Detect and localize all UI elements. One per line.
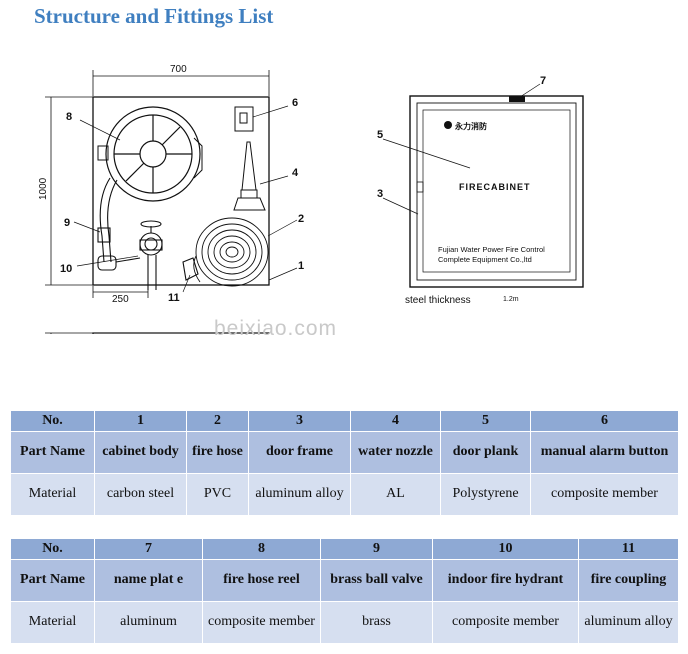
cabinet-door: 永力消防 FIRECABINET Fujian Water Power Fire… (377, 75, 584, 306)
fire-hose-coil (193, 217, 269, 287)
table-cell: door frame (248, 431, 351, 474)
table-cell: PVC (186, 473, 249, 516)
steel-note: steel thickness (405, 295, 471, 306)
fittings-table-2: No. 7 8 9 10 11 Part Name name plat e fi… (10, 538, 679, 644)
cabinet-body (92, 96, 270, 286)
door-label: FIRECABINET (459, 182, 531, 192)
callout-2: 2 (298, 213, 304, 225)
table-cell: fire hose (186, 431, 249, 474)
table-cell: water nozzle (350, 431, 441, 474)
table-cell: manual alarm button (530, 431, 679, 474)
table-cell: 10 (432, 538, 579, 560)
table-cell: brass (320, 601, 433, 644)
door-logo-text: 永力消防 (454, 121, 487, 131)
width-dimension: 700 (92, 64, 270, 96)
table-cell: No. (10, 410, 95, 432)
hose-reel (97, 106, 203, 202)
dim-width-label: 700 (170, 64, 187, 75)
table-cell: fire coupling (578, 559, 679, 602)
table-cell: aluminum alloy (248, 473, 351, 516)
callout-6: 6 (292, 97, 298, 109)
table-cell: Material (10, 601, 95, 644)
callout-8: 8 (66, 111, 72, 123)
callout-4: 4 (292, 167, 299, 179)
fittings-table-1: No. 1 2 3 4 5 6 Part Name cabinet body f… (10, 410, 679, 516)
callout-3: 3 (377, 188, 383, 200)
table-row-part-name: Part Name name plat e fire hose reel bra… (10, 559, 679, 602)
offset-dimension: 250 (92, 286, 149, 305)
table-cell: composite member (530, 473, 679, 516)
table-row-no: No. 7 8 9 10 11 (10, 538, 679, 560)
table-cell: 6 (530, 410, 679, 432)
callout-5: 5 (377, 129, 383, 141)
door-company-line2: Complete Equipment Co.,ltd (438, 255, 532, 264)
table-cell: 4 (350, 410, 441, 432)
callout-9: 9 (64, 217, 70, 229)
table-cell: 8 (202, 538, 321, 560)
table-row-material: Material aluminum composite member brass… (10, 601, 679, 644)
table-cell: aluminum (94, 601, 203, 644)
table-cell: Material (10, 473, 95, 516)
callout-11: 11 (168, 292, 180, 304)
table-cell: 2 (186, 410, 249, 432)
manual-alarm-button (234, 106, 254, 132)
pipe-assembly (97, 177, 199, 290)
page-title: Structure and Fittings List (34, 4, 274, 28)
callout-7: 7 (540, 75, 546, 87)
table-cell: carbon steel (94, 473, 187, 516)
door-company-line1: Fujian Water Power Fire Control (438, 245, 545, 254)
table-cell: 11 (578, 538, 679, 560)
water-nozzle (233, 141, 266, 211)
callout-1: 1 (298, 260, 304, 272)
table-cell: AL (350, 473, 441, 516)
name-plate (509, 96, 525, 102)
table-cell: 5 (440, 410, 531, 432)
steel-value: 1.2m (503, 296, 519, 303)
table-cell: brass ball valve (320, 559, 433, 602)
table-cell: aluminum alloy (578, 601, 679, 644)
table-cell: Part Name (10, 431, 95, 474)
table-cell: 1 (94, 410, 187, 432)
table-row-no: No. 1 2 3 4 5 6 (10, 410, 679, 432)
callout-10: 10 (60, 263, 72, 275)
door-handle (416, 181, 424, 193)
table-cell: 9 (320, 538, 433, 560)
watermark: beixiao.com (214, 317, 338, 340)
table-cell: indoor fire hydrant (432, 559, 579, 602)
table-cell: cabinet body (94, 431, 187, 474)
table-cell: 7 (94, 538, 203, 560)
dim-height-label: 1000 (38, 177, 49, 200)
table-cell: Polystyrene (440, 473, 531, 516)
table-row-material: Material carbon steel PVC aluminum alloy… (10, 473, 679, 516)
table-cell: composite member (432, 601, 579, 644)
table-row-part-name: Part Name cabinet body fire hose door fr… (10, 431, 679, 474)
table-cell: No. (10, 538, 95, 560)
technical-drawing: 700 1000 (38, 64, 584, 334)
height-dimension: 1000 (38, 96, 93, 286)
cabinet-top-view: 240 (45, 332, 270, 334)
table-cell: fire hose reel (202, 559, 321, 602)
table-cell: Part Name (10, 559, 95, 602)
dim-250-label: 250 (112, 294, 129, 305)
table-cell: door plank (440, 431, 531, 474)
table-cell: 3 (248, 410, 351, 432)
table-cell: name plat e (94, 559, 203, 602)
table-cell: composite member (202, 601, 321, 644)
